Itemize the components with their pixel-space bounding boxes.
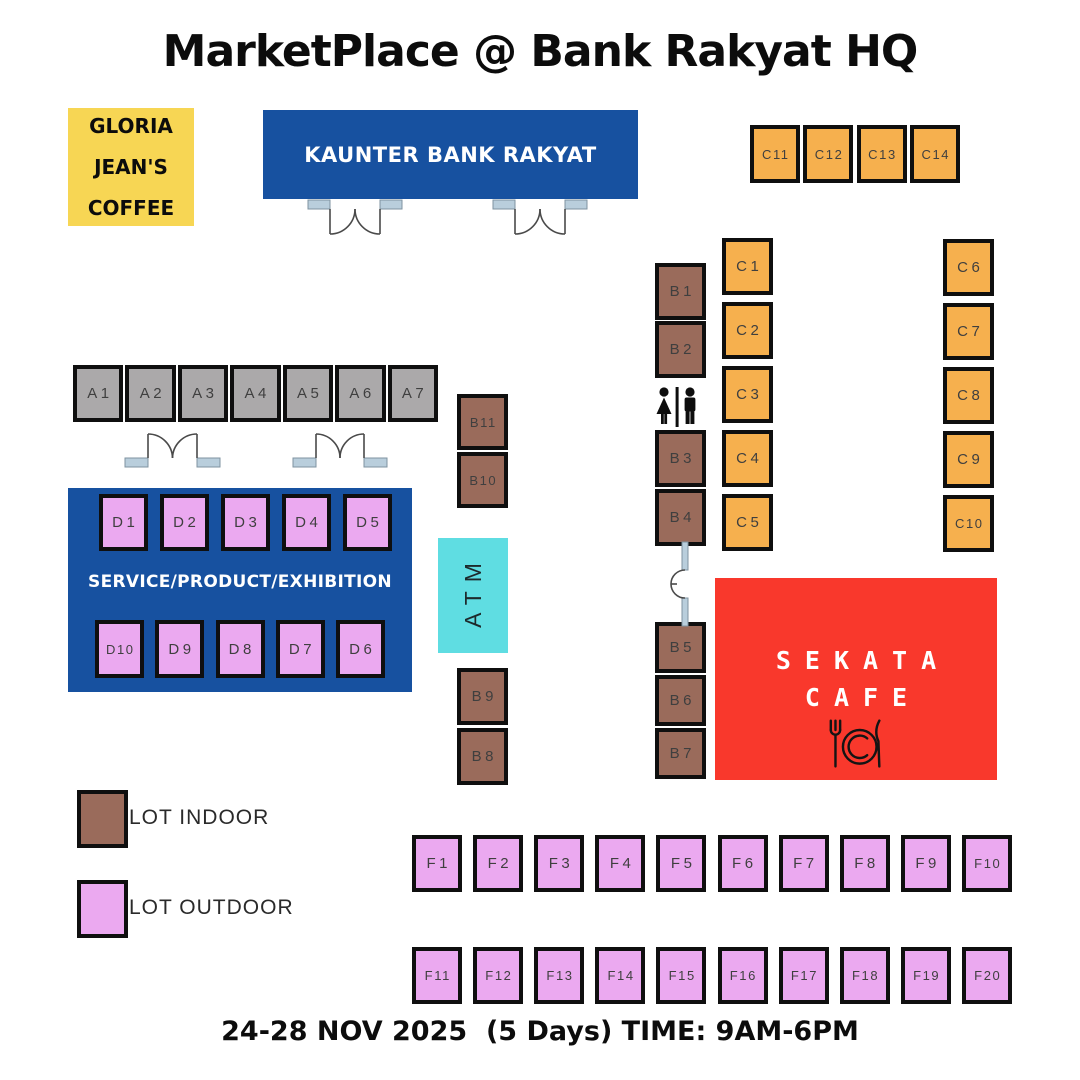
sekata-cafe-name: SEKATA <box>775 646 951 675</box>
lot-b6: B6 <box>655 675 706 726</box>
lot-c2: C2 <box>722 302 773 359</box>
lot-f11: F11 <box>412 947 462 1004</box>
lot-b2: B2 <box>655 321 706 378</box>
lot-a1: A1 <box>73 365 124 422</box>
lot-d10: D10 <box>95 620 144 678</box>
lot-d8: D8 <box>215 620 265 678</box>
kaunter-label: KAUNTER BANK RAKYAT <box>304 142 597 167</box>
lot-a6: A6 <box>335 365 386 422</box>
lot-c14: C14 <box>909 125 960 183</box>
lot-a7: A7 <box>387 365 438 422</box>
lot-b3: B3 <box>655 430 706 487</box>
lot-b8: B8 <box>457 728 508 785</box>
lot-b9: B9 <box>457 668 508 725</box>
lot-d7: D7 <box>275 620 325 678</box>
lot-a2: A2 <box>125 365 176 422</box>
gloria-jeans-coffee-area: GLORIA JEAN'S COFFEE <box>68 108 194 226</box>
lot-f2: F2 <box>473 835 524 892</box>
gloria-line-2: JEAN'S <box>94 154 168 179</box>
lot-c9: C9 <box>943 431 994 488</box>
lot-c1: C1 <box>722 238 773 295</box>
lot-d9: D9 <box>155 620 205 678</box>
lot-a5: A5 <box>282 365 334 422</box>
lot-c4: C4 <box>722 430 773 487</box>
lot-c10: C10 <box>943 495 994 552</box>
lot-c11: C11 <box>750 125 800 183</box>
lot-f17: F17 <box>778 947 829 1004</box>
lot-b4: B4 <box>655 489 706 546</box>
lot-f6: F6 <box>717 835 768 892</box>
lot-f13: F13 <box>534 947 585 1004</box>
page-title: MarketPlace @ Bank Rakyat HQ <box>162 26 919 77</box>
gloria-line-1: GLORIA <box>89 113 173 138</box>
lot-f20: F20 <box>961 947 1012 1004</box>
lot-d1: D1 <box>99 494 148 551</box>
gloria-line-3: COFFEE <box>87 195 175 220</box>
lot-c5: C5 <box>722 494 773 551</box>
lot-c6: C6 <box>943 239 994 296</box>
lot-f9: F9 <box>900 835 951 892</box>
lot-f5: F5 <box>656 835 707 892</box>
lot-c12: C12 <box>803 125 854 183</box>
service-area-label: SERVICE/PRODUCT/EXHIBITION <box>88 572 392 592</box>
lot-c8: C8 <box>943 367 994 424</box>
lot-b10: B10 <box>457 452 508 508</box>
lot-f4: F4 <box>595 835 646 892</box>
legend-swatch-outdoor <box>77 880 128 938</box>
lot-b11: B11 <box>457 394 508 450</box>
lot-c7: C7 <box>943 303 994 360</box>
atm-label: ATM <box>459 554 486 628</box>
lot-f8: F8 <box>839 835 890 892</box>
lot-a4: A4 <box>230 365 281 422</box>
cutlery-icon <box>829 719 881 768</box>
lot-b1: B1 <box>655 263 706 320</box>
lot-d3: D3 <box>221 494 270 551</box>
lot-f16: F16 <box>717 947 768 1004</box>
lot-d5: D5 <box>343 494 392 551</box>
lot-d2: D2 <box>160 494 209 551</box>
legend-label-outdoor: LOT OUTDOOR <box>129 896 294 919</box>
lot-f3: F3 <box>534 835 585 892</box>
event-dates-times: 24-28 NOV 2025 (5 Days) TIME: 9AM-6PM <box>221 1016 859 1047</box>
lot-f1: F1 <box>412 835 462 892</box>
lot-f7: F7 <box>778 835 829 892</box>
lot-b5: B5 <box>655 622 706 673</box>
sekata-cafe-area: SEKATA CAFE <box>715 578 997 780</box>
sekata-cafe-name-2: CAFE <box>804 683 922 712</box>
lot-a3: A3 <box>177 365 229 422</box>
atm-area: ATM <box>438 538 508 653</box>
kaunter-bank-rakyat-area: KAUNTER BANK RAKYAT <box>263 110 638 199</box>
lot-f19: F19 <box>900 947 951 1004</box>
lot-f10: F10 <box>961 835 1012 892</box>
lot-f15: F15 <box>656 947 707 1004</box>
lot-f14: F14 <box>595 947 646 1004</box>
restroom-icon <box>656 387 696 427</box>
lot-d4: D4 <box>282 494 331 551</box>
lot-f18: F18 <box>839 947 890 1004</box>
lot-d6: D6 <box>336 620 385 678</box>
legend-label-indoor: LOT INDOOR <box>129 806 270 829</box>
lot-c13: C13 <box>856 125 907 183</box>
lot-c3: C3 <box>722 366 773 423</box>
lot-f12: F12 <box>473 947 524 1004</box>
legend-swatch-indoor <box>77 790 128 848</box>
lot-b7: B7 <box>655 728 706 779</box>
